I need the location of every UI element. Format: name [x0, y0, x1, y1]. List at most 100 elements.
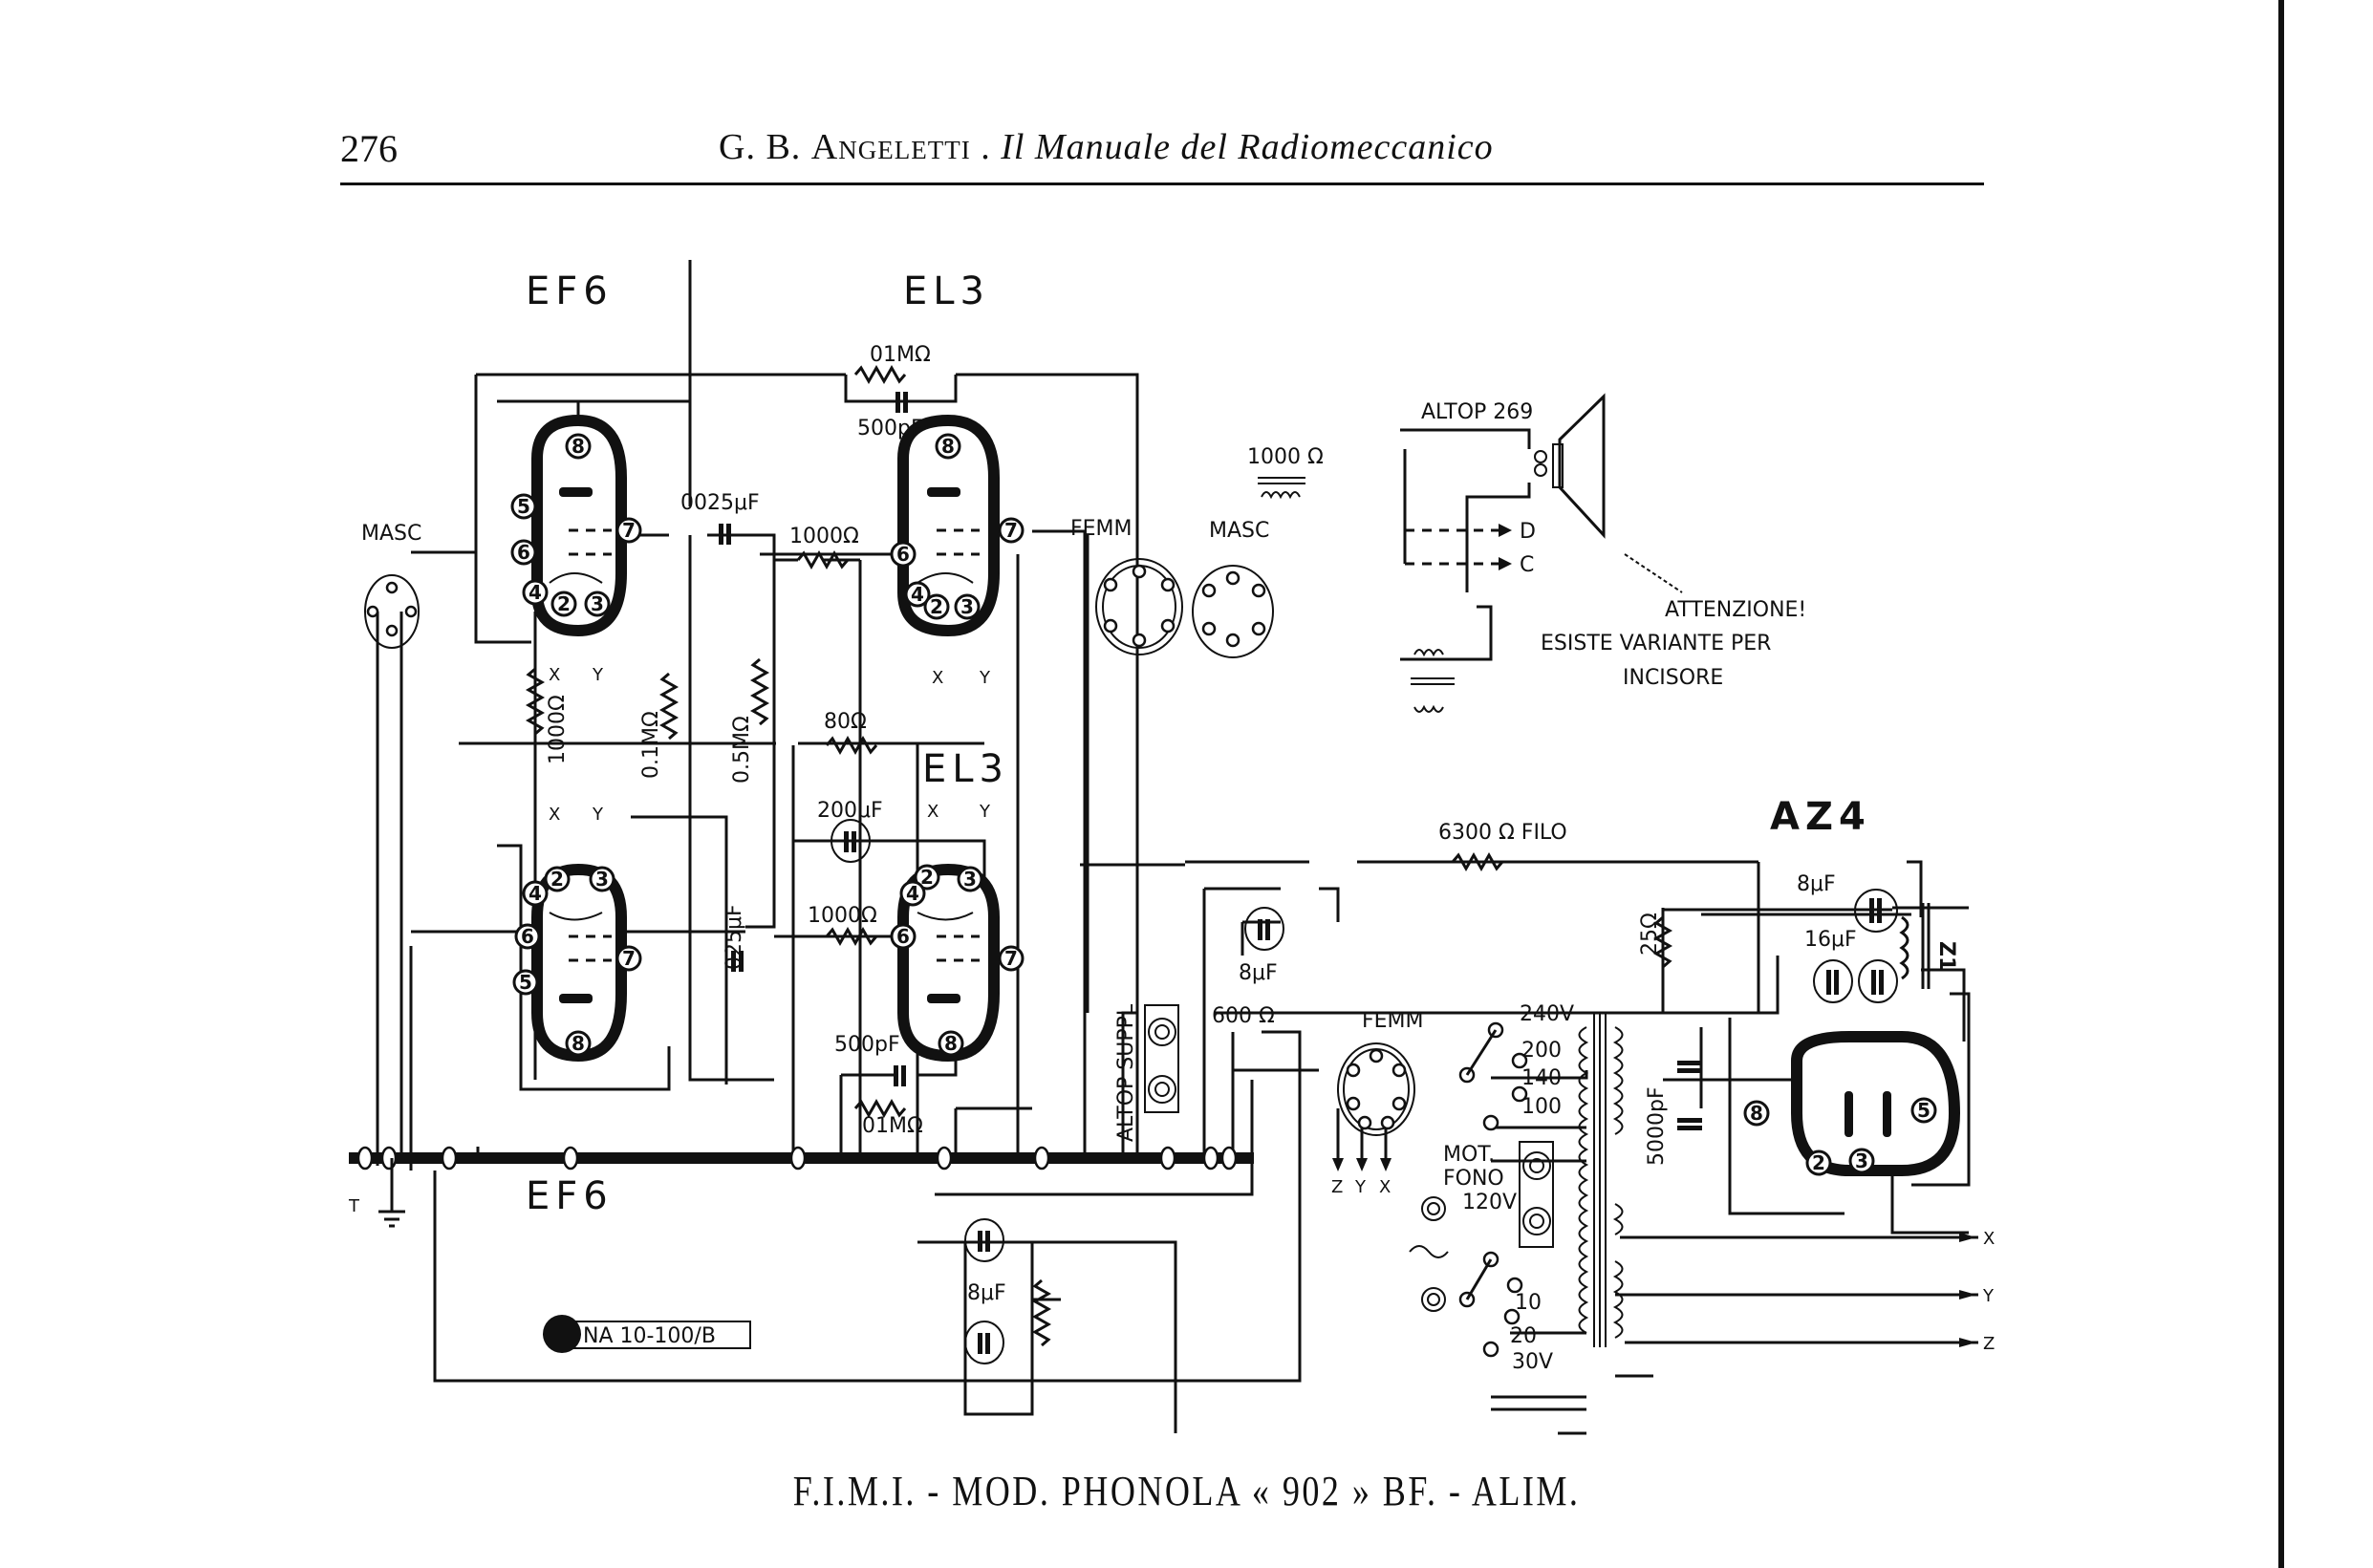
label-altop-suppl: ALTOP SUPPL — [1114, 1003, 1138, 1142]
output-d-label: D — [1520, 520, 1536, 544]
output-x-label: X — [1983, 1229, 1995, 1249]
output-y-label: Y — [1982, 1286, 1995, 1306]
tube-ef6-bottom: 2 3 4 6 7 5 8 X Y — [512, 805, 642, 1063]
label-speaker-field: 1000 Ω — [1247, 445, 1324, 469]
tube-el3-top: 8 7 6 4 2 3 X Y — [890, 414, 1025, 688]
pin-label: 8 — [941, 435, 955, 458]
el3-bottom-label: EL3 — [922, 747, 1009, 791]
ground-label: T — [348, 1196, 360, 1216]
page-number: 276 — [340, 127, 398, 170]
pin-label: 7 — [622, 947, 636, 970]
pin-label: 3 — [960, 595, 974, 618]
tap-10: 10 — [1515, 1291, 1542, 1315]
author-surname: Angeletti — [810, 127, 971, 167]
pin-label: 4 — [911, 583, 924, 606]
label-r-feedback-top: 01MΩ — [870, 343, 931, 367]
femm-x-label: X — [1379, 1177, 1391, 1197]
header-rule — [340, 183, 1984, 185]
speaker-output-labels: D C — [1520, 520, 1536, 577]
label-r-05m-vertical: 0.5MΩ — [730, 716, 754, 784]
output-c-label: C — [1520, 553, 1534, 577]
filament-x-label: X — [932, 668, 943, 688]
pin-label: 6 — [521, 925, 534, 948]
connector-masc-left — [364, 574, 420, 649]
resistor-25 — [1652, 915, 1673, 969]
connector-motor — [1421, 1141, 1554, 1312]
resistors — [525, 364, 1673, 1347]
label-r-grid-top: 1000Ω — [789, 525, 859, 548]
tap-140: 140 — [1521, 1066, 1562, 1090]
voltage-selector — [1409, 1021, 1528, 1358]
label-r-1000-vertical: 1000Ω — [546, 695, 570, 764]
pin-label: 7 — [1004, 947, 1018, 970]
figure-caption: F.I.M.I. - MOD. PHONOLA « 902 » BF. - AL… — [792, 1468, 1581, 1514]
pin-label: 6 — [517, 541, 530, 564]
pin-label: 3 — [1855, 1149, 1868, 1172]
pin-label: 4 — [906, 882, 919, 905]
label-femm-power: FEMM — [1362, 1009, 1424, 1033]
label-c-az4: 8μF — [1797, 872, 1836, 896]
tube-el3-bottom: 2 3 4 6 7 8 X Y — [890, 802, 1025, 1063]
femm-z-label: Z — [1331, 1177, 1343, 1197]
label-r-grid-bottom: 1000Ω — [808, 904, 877, 928]
output-z-label: Z — [1983, 1334, 1995, 1354]
tap-20: 20 — [1510, 1324, 1537, 1348]
running-header: G. B. Angeletti . Il Manuale del Radiome… — [719, 126, 1494, 168]
note-line-3: INCISORE — [1623, 666, 1723, 690]
resistor-6300 — [1451, 851, 1504, 872]
filament-x-label: X — [927, 802, 938, 822]
femm-y-label: Y — [1354, 1177, 1367, 1197]
pin-label: 2 — [1812, 1151, 1825, 1174]
connector-altop-suppl — [1144, 1004, 1179, 1113]
resistor-grid-top — [796, 549, 850, 570]
label-c-feedback-top: 500pF — [857, 417, 923, 440]
label-c-az4-dual: 16μF — [1804, 928, 1857, 952]
filament-x-label: X — [549, 665, 560, 685]
label-c-cathode: 200μF — [817, 799, 883, 823]
tap-30v: 30V — [1512, 1350, 1553, 1374]
label-motor-3: 120V — [1462, 1191, 1517, 1214]
pin-label: 5 — [517, 495, 530, 518]
label-r-cathode: 80Ω — [824, 710, 867, 734]
pin-label: 6 — [896, 543, 910, 566]
connector-femm-power — [1332, 1042, 1415, 1171]
label-femm-mid: FEMM — [1070, 517, 1133, 541]
filament-x-label: X — [549, 805, 560, 825]
resistor-feedback-bottom — [853, 1098, 907, 1119]
pin-label: 8 — [572, 1032, 585, 1055]
ef6-bottom-label: EF6 — [526, 1174, 614, 1218]
label-c-coupling-bottom: 025μF — [723, 904, 746, 970]
header-separator: . — [981, 127, 991, 167]
resistor-05m-vertical — [749, 657, 770, 726]
pin-label: 7 — [1004, 519, 1018, 542]
bus-nodes — [356, 1146, 1238, 1171]
stamp-label: NA 10-100/B — [583, 1324, 716, 1348]
pin-label: 8 — [572, 435, 585, 458]
label-c-filter-mid: 8μF — [1239, 961, 1278, 985]
tube-ef6-top: 8 5 7 6 4 2 3 X Y — [510, 414, 642, 685]
resistor-1000-vertical — [525, 667, 546, 736]
femm-output-labels: Z Y X — [1331, 1177, 1391, 1197]
note-line-2: ESISTE VARIANTE PER — [1541, 632, 1771, 655]
author-initials: G. B. — [719, 127, 802, 167]
power-transformer — [1578, 903, 1931, 1347]
pin-label: 2 — [920, 866, 934, 889]
pin-label: 2 — [557, 592, 571, 615]
output-transformer — [1258, 449, 1493, 713]
stamp: NA 10-100/B — [543, 1315, 751, 1353]
pin-label: 6 — [896, 925, 910, 948]
label-speaker: ALTOP 269 — [1421, 400, 1533, 424]
tap-240: 240V — [1520, 1002, 1574, 1026]
filament-y-label: Y — [979, 668, 991, 688]
label-c-feedback-bottom: 500pF — [834, 1033, 900, 1057]
pin-label: 8 — [944, 1032, 958, 1055]
label-r-feedback-bottom: 01MΩ — [862, 1114, 923, 1138]
component-labels: 01MΩ 500pF 0025μF 1000Ω 1000Ω 0.1MΩ 0.5M… — [546, 343, 1958, 1305]
note-line-1: ATTENZIONE! — [1665, 598, 1806, 622]
pin-label: 3 — [963, 868, 977, 891]
pin-label: 4 — [529, 581, 542, 604]
label-r-6300: 6300 Ω FILO — [1438, 821, 1567, 845]
az4-label: AZ4 — [1770, 795, 1871, 839]
tap-200: 200 — [1521, 1039, 1562, 1063]
label-masc-left: MASC — [361, 522, 421, 546]
